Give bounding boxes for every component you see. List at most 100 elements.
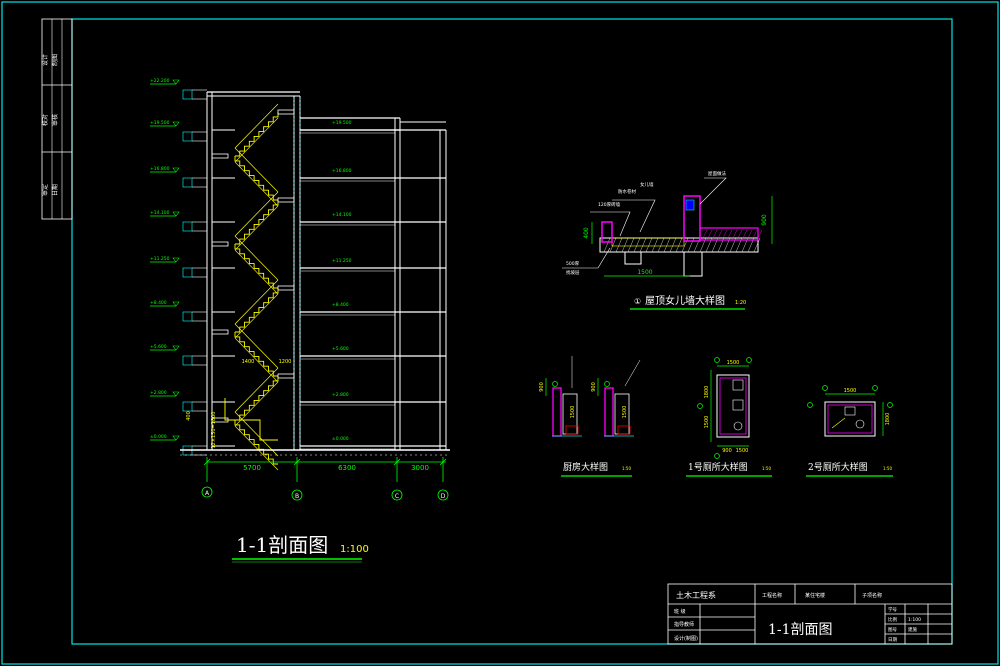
stair-landing: [277, 109, 295, 115]
stair-soffit: [234, 249, 279, 295]
parapet-dim-900: 900: [761, 214, 768, 226]
stair-handrail: [234, 103, 279, 149]
title-block: [667, 583, 953, 645]
stair-steps: [234, 244, 278, 289]
section-scale: 1:100: [340, 544, 369, 555]
tb-row2: 班 级: [674, 608, 686, 615]
strip-label-5: 审定: [41, 184, 49, 196]
dim-steps: 12×150=1800: [211, 411, 217, 448]
tb-dept: 土木工程系: [676, 590, 716, 600]
parapet-note-5: 500厚: [566, 261, 580, 267]
hatch-line: [669, 237, 677, 253]
parapet-title: 屋顶女儿墙大样图: [645, 294, 725, 307]
hatch-line: [726, 229, 733, 241]
parapet-note-4: 屋面做法: [708, 170, 726, 177]
window-mark: [182, 401, 193, 412]
stair-steps: [234, 420, 278, 465]
level-label: +2.800: [150, 390, 167, 396]
toilet2-title: 2号厕所大样图: [808, 461, 868, 473]
stair-flights: [211, 103, 295, 471]
parapet-number: ①: [634, 297, 641, 306]
hatch-line: [706, 229, 713, 241]
stair-handrail: [234, 323, 279, 369]
floor-level-label: ±0.000: [332, 436, 349, 442]
hatch-line: [753, 237, 761, 253]
parapet-scale: 1:20: [735, 300, 746, 306]
level-marks: +22.200+19.500+16.800+14.100+11.250+8.40…: [150, 78, 207, 456]
hatch-line: [756, 229, 763, 241]
dim-6300: 6300: [338, 464, 356, 472]
axis-c: C: [395, 493, 399, 500]
axis-b: B: [295, 493, 299, 500]
level-marker: [172, 121, 180, 127]
floor-level-label: +11.250: [332, 258, 352, 264]
hatch-line: [663, 237, 671, 253]
tb-project-name: 某住宅楼: [805, 592, 825, 599]
hatch-line: [736, 229, 743, 241]
level-label: +19.500: [150, 120, 170, 126]
floor-level-label: +8.400: [332, 302, 349, 308]
level-label: +5.600: [150, 344, 167, 350]
hatch-line: [609, 237, 617, 253]
hatch-line: [681, 237, 689, 253]
axis-d: D: [441, 493, 446, 500]
hatch-line: [711, 229, 718, 241]
hatch-line: [615, 237, 623, 253]
hatch-line: [687, 237, 695, 253]
stair-steps: [234, 332, 278, 377]
kitchen-dim-1: 900: [539, 382, 545, 392]
axis-a: A: [205, 490, 210, 497]
kitchen-detail: 900 900 1500 1500 厨房大样图 1:50: [539, 356, 641, 477]
parapet-dim-400: 400: [583, 227, 590, 239]
stair-soffit: [234, 425, 279, 471]
dim-5700: 5700: [243, 464, 261, 472]
t1-dim-4: 900: [722, 448, 732, 454]
strip-label-3: 校对: [41, 114, 49, 126]
floor-level-label: +14.100: [332, 212, 352, 218]
stair-steps: [235, 200, 279, 245]
hatch-line: [741, 229, 748, 241]
level-label: +16.800: [150, 166, 170, 172]
stair-handrail: [234, 411, 279, 457]
stair-steps: [235, 112, 279, 157]
floor-level-label: +16.800: [332, 168, 352, 174]
window-mark: [182, 355, 193, 366]
strip-label-2: 制图: [51, 54, 59, 66]
level-label: ±0.000: [150, 434, 167, 440]
hatch-line: [645, 237, 653, 253]
tb-right-label-4: 日期: [888, 637, 897, 643]
floor-level-labels: +19.500+16.800+14.100+11.250+8.400+5.600…: [332, 120, 352, 442]
level-label: +22.200: [150, 78, 170, 84]
kitchen-dim-3: 1500: [570, 406, 576, 419]
t2-dim-1: 1500: [844, 388, 857, 394]
stair-soffit: [234, 205, 279, 251]
hatch-line: [657, 237, 665, 253]
window-mark: [182, 311, 193, 322]
section-title: 1-1剖面图: [236, 533, 328, 557]
kitchen-dim-2: 900: [591, 382, 597, 392]
window-mark: [182, 131, 193, 142]
parapet-note-6: 找坡层: [566, 269, 580, 276]
window-mark: [182, 177, 193, 188]
hatch-line: [751, 229, 758, 241]
hatch-line: [693, 237, 701, 253]
toilet-1-detail: 1500 1800 1500 900 1500 1号厕所大样图 1:50: [686, 357, 772, 477]
hatch-line: [716, 229, 723, 241]
t1-dim-1: 1500: [727, 360, 740, 366]
stair-steps: [234, 156, 278, 201]
level-marker: [172, 391, 180, 397]
stair-steps: [235, 288, 279, 333]
tb-stage-label: 子项名称: [862, 592, 882, 599]
tb-right-label-2: 比例: [888, 616, 897, 623]
hatch-line: [721, 229, 728, 241]
kitchen-dim-4: 1500: [622, 406, 628, 419]
stair-soffit: [234, 293, 279, 339]
floor-level-label: +19.500: [332, 120, 352, 126]
stair-handrail: [234, 191, 279, 237]
dim-400: 400: [186, 411, 192, 421]
stair-handrail: [234, 235, 279, 281]
hatch-line: [603, 237, 611, 253]
strip-label-6: 日期: [51, 184, 59, 196]
hatch-line: [627, 237, 635, 253]
